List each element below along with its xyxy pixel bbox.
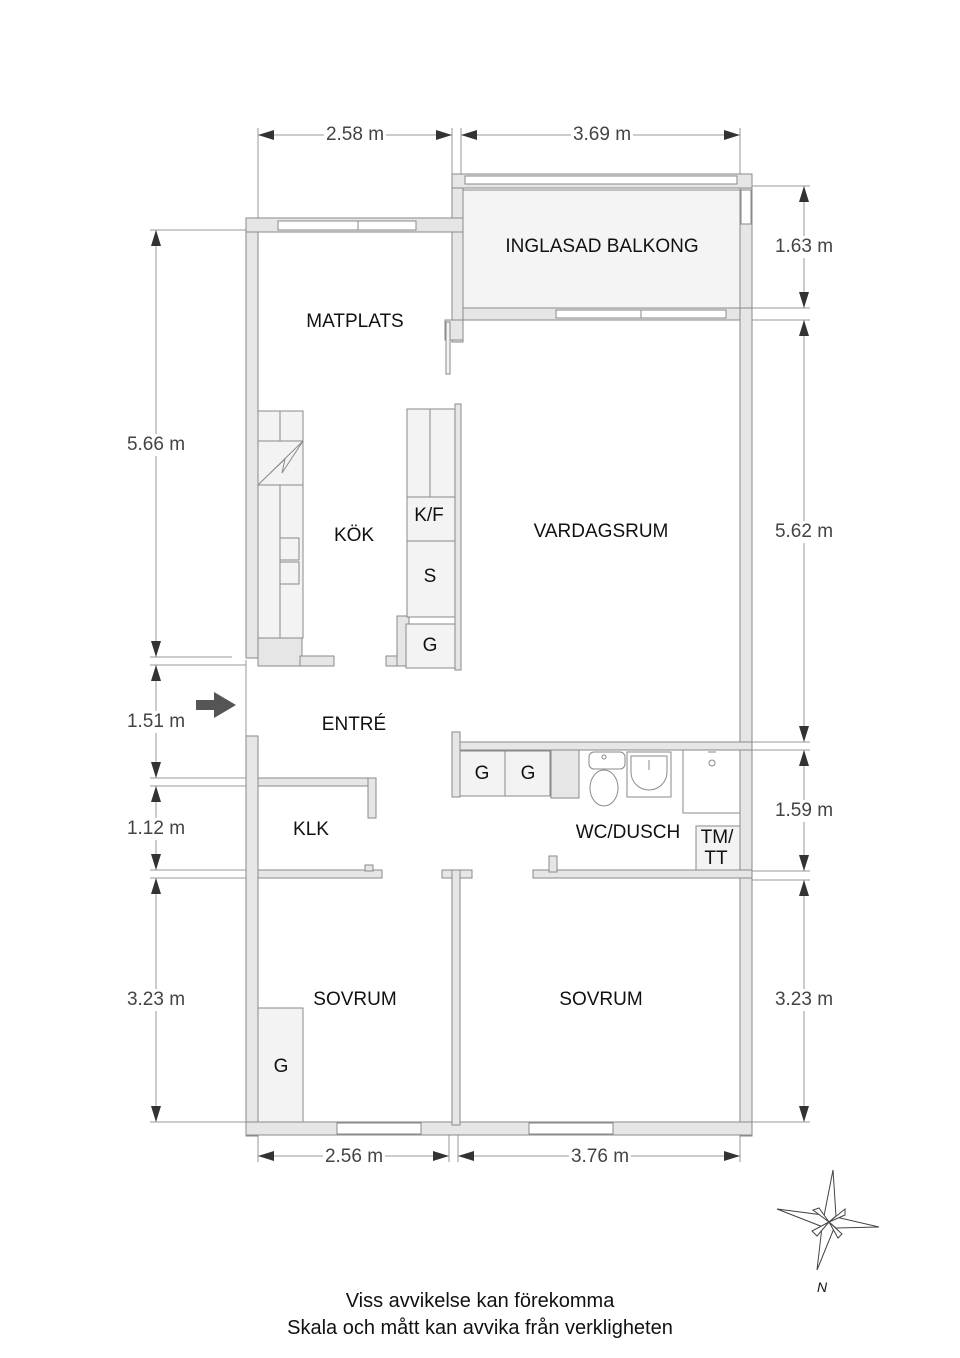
fixture-label-kitchen-wardrobe: G [422, 635, 438, 656]
footer-disclaimer-line1: Viss avvikelse kan förekomma [345, 1290, 615, 1312]
room-label-closet: KLK [293, 819, 329, 840]
compass-north-label: N [816, 1279, 828, 1295]
dim-left-entrance: 1.51 m [124, 711, 188, 733]
dim-right-balcony: 1.63 m [772, 236, 836, 258]
fixture-label-hall-wardrobe-2: G [520, 763, 536, 784]
fixture-label-bedroom-wardrobe: G [273, 1056, 289, 1077]
room-label-living: VARDAGSRUM [533, 521, 669, 542]
compass-rose-icon [776, 1169, 880, 1271]
fixture-label-laundry-2: TT [704, 848, 728, 869]
room-label-dining: MATPLATS [306, 311, 404, 332]
fixture-label-s-cabinet: S [423, 566, 437, 587]
footer-disclaimer-line2: Skala och mått kan avvika från verklighe… [287, 1317, 673, 1339]
room-label-entrance: ENTRÉ [321, 714, 387, 735]
kitchen-fixtures [257, 408, 456, 669]
room-label-kitchen: KÖK [333, 525, 375, 546]
dim-left-kitchen: 5.66 m [124, 434, 188, 456]
dim-right-living: 5.62 m [772, 521, 836, 543]
dim-top-left: 2.58 m [323, 124, 387, 146]
dim-top-right: 3.69 m [570, 124, 634, 146]
room-label-balcony: INGLASAD BALKONG [505, 236, 699, 257]
dim-right-bedroom: 3.23 m [772, 989, 836, 1011]
hall-bath-fixtures [459, 749, 741, 871]
dim-left-bedroom: 3.23 m [124, 989, 188, 1011]
room-label-bedroom-left: SOVRUM [313, 989, 397, 1010]
room-label-bathroom: WC/DUSCH [575, 822, 681, 843]
dim-bottom-left: 2.56 m [322, 1146, 386, 1168]
dim-bottom-right: 3.76 m [568, 1146, 632, 1168]
dim-left-closet: 1.12 m [124, 818, 188, 840]
entrance-arrow-icon [196, 692, 236, 718]
fixture-label-laundry-1: TM/ [700, 827, 734, 848]
room-label-bedroom-right: SOVRUM [559, 989, 643, 1010]
bedroom-wardrobe [257, 1007, 304, 1123]
outer-walls [245, 217, 753, 1137]
fixture-label-fridge-freezer: K/F [414, 505, 444, 526]
dim-right-bath: 1.59 m [772, 800, 836, 822]
fixture-label-hall-wardrobe-1: G [474, 763, 490, 784]
